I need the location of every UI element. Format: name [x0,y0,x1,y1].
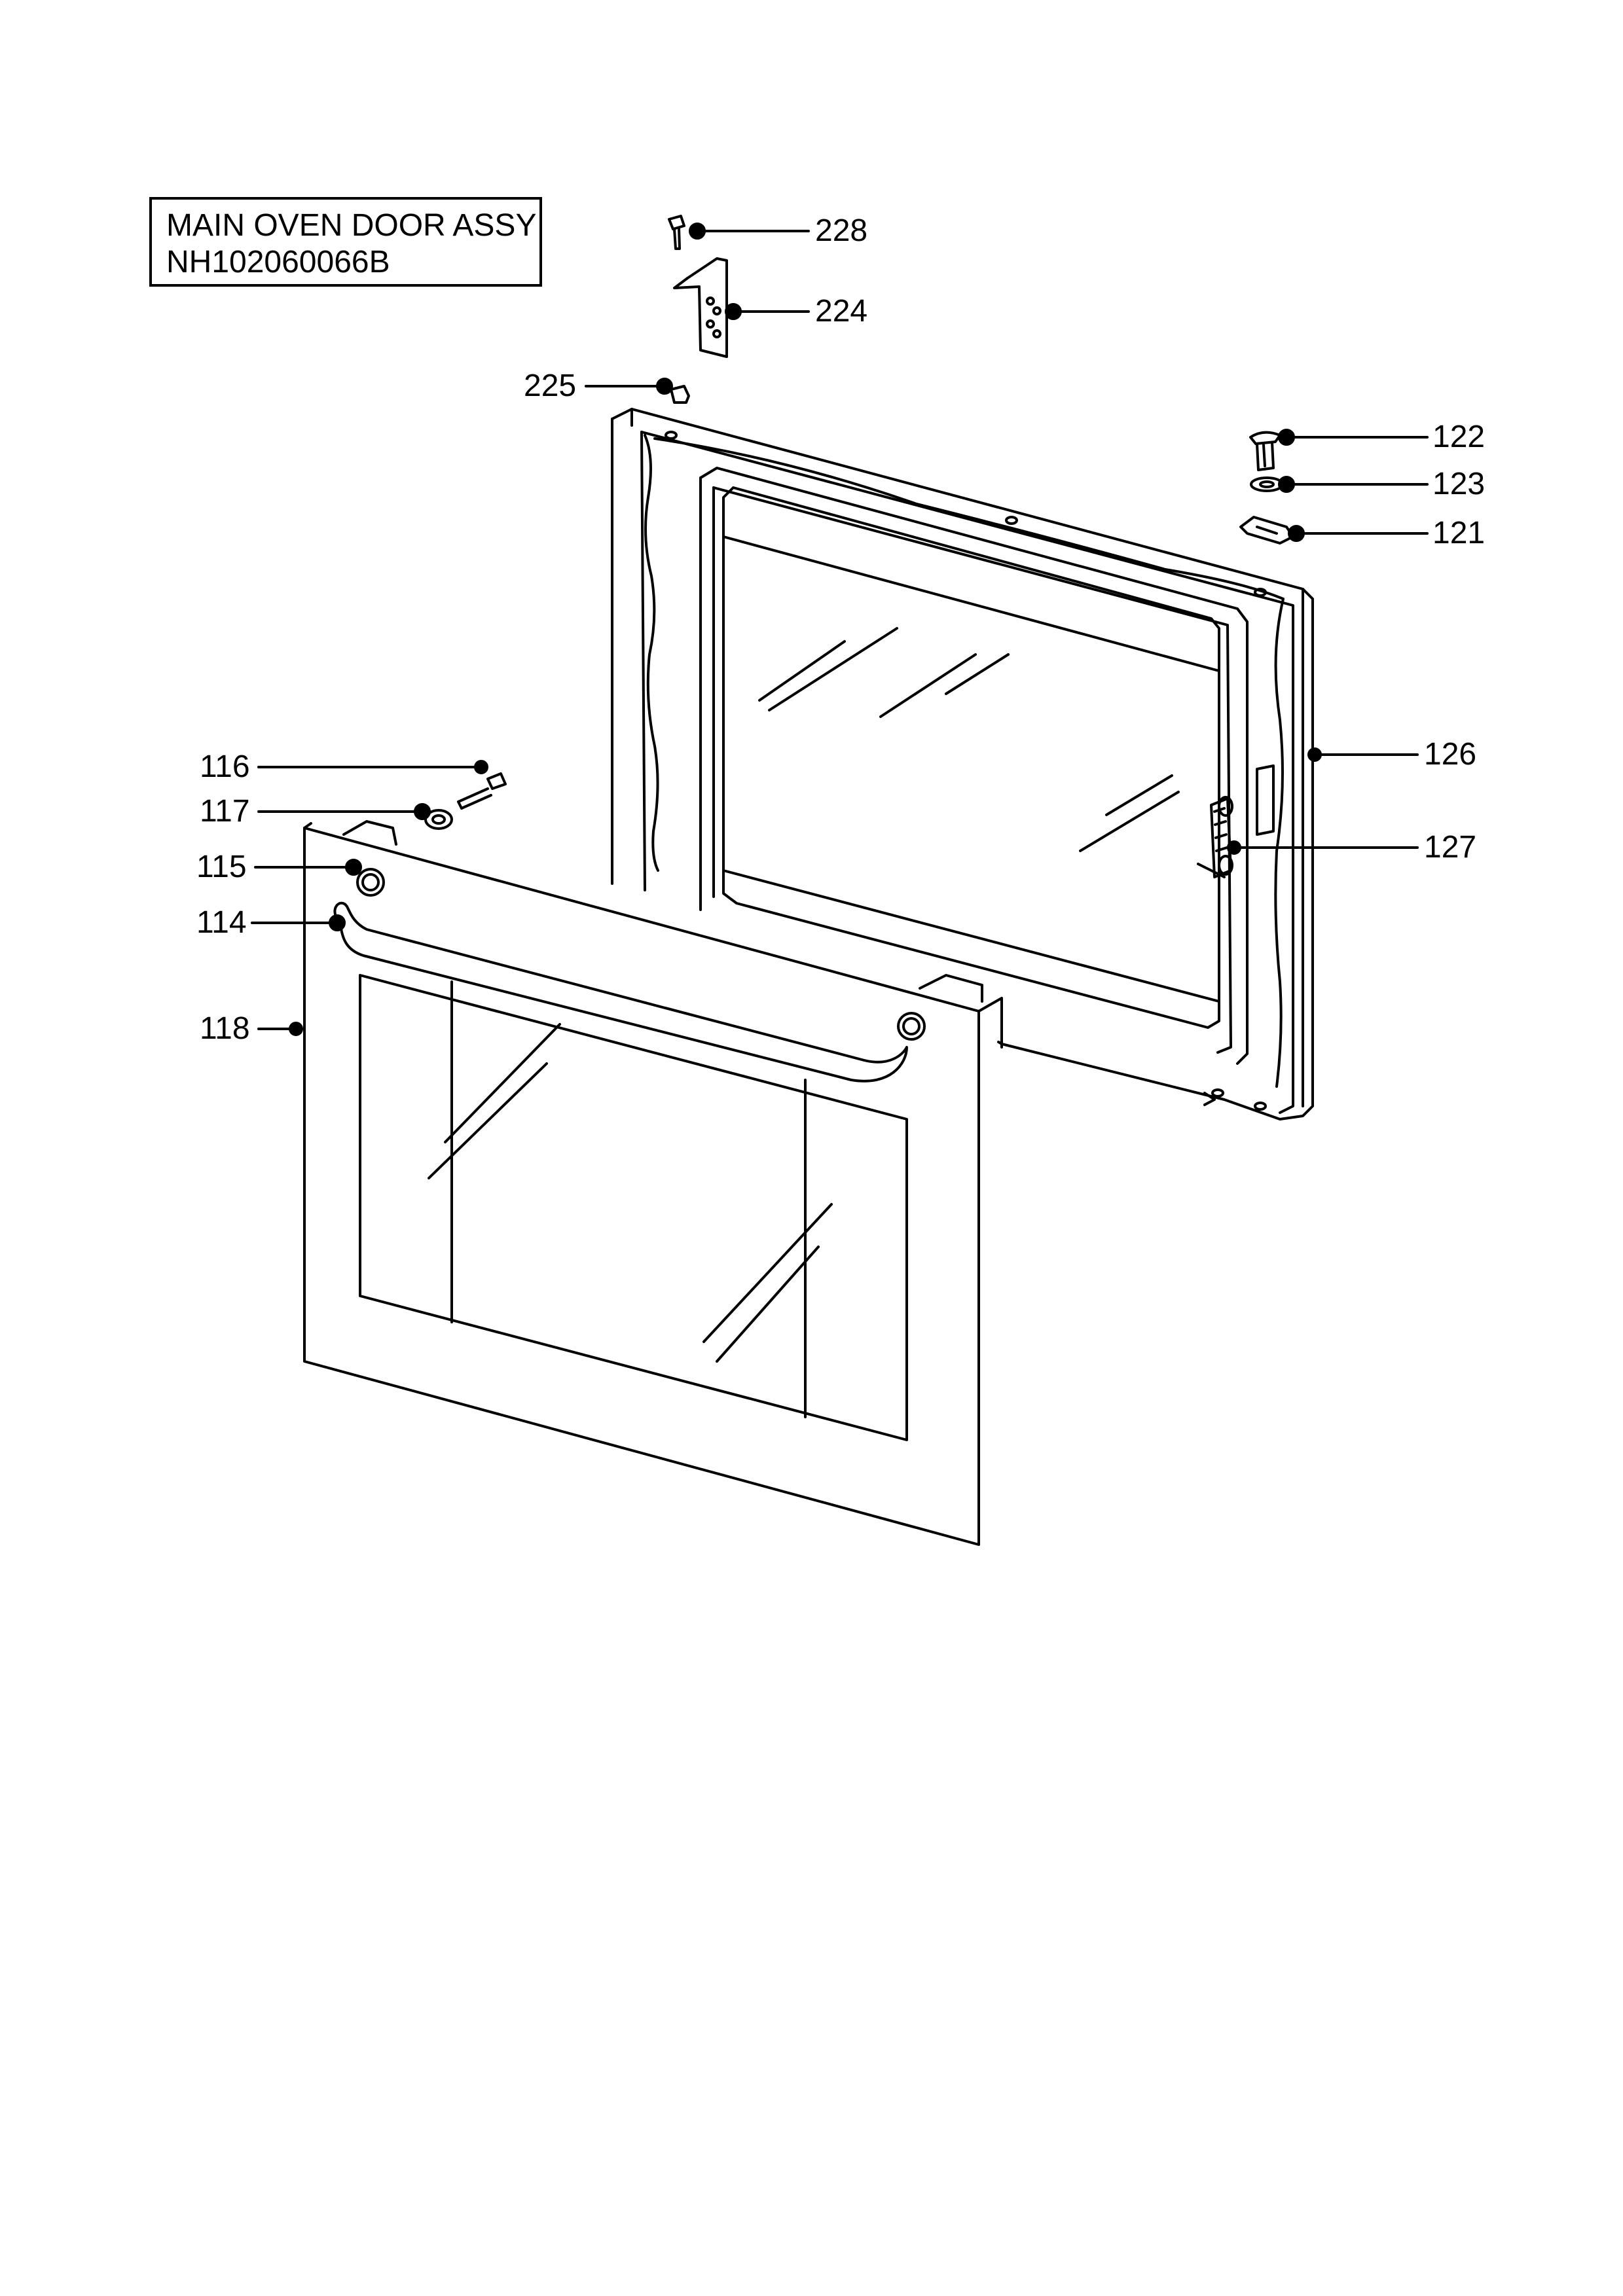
callout-122: 122 [1432,420,1486,454]
callout-114: 114 [196,905,247,940]
outer-door-glass [303,820,1003,1546]
callout-121: 121 [1432,516,1486,550]
screw-122 [1249,431,1281,471]
callout-123: 123 [1432,467,1486,501]
callout-126: 126 [1424,737,1477,772]
callout-117: 117 [200,794,250,829]
callout-116: 116 [200,749,250,784]
leader-lines [251,223,1429,1036]
callout-127: 127 [1424,830,1477,865]
part-number: NH102060066B [166,245,390,279]
callout-118: 118 [200,1011,250,1046]
plug-225 [670,385,690,404]
clip-121 [1239,516,1294,545]
callout-224: 224 [815,294,868,329]
inner-door-panel [611,408,1314,1121]
callout-115: 115 [196,850,247,884]
callout-225: 225 [524,368,577,403]
washer-123 [1250,476,1284,492]
title-block: MAIN OVEN DOOR ASSY NH102060066B [149,197,542,287]
assembly-title: MAIN OVEN DOOR ASSY [166,208,537,243]
hinge-bracket [673,257,728,358]
screw-116 [457,772,507,810]
callout-228: 228 [815,213,868,248]
screw-228 [668,215,685,250]
